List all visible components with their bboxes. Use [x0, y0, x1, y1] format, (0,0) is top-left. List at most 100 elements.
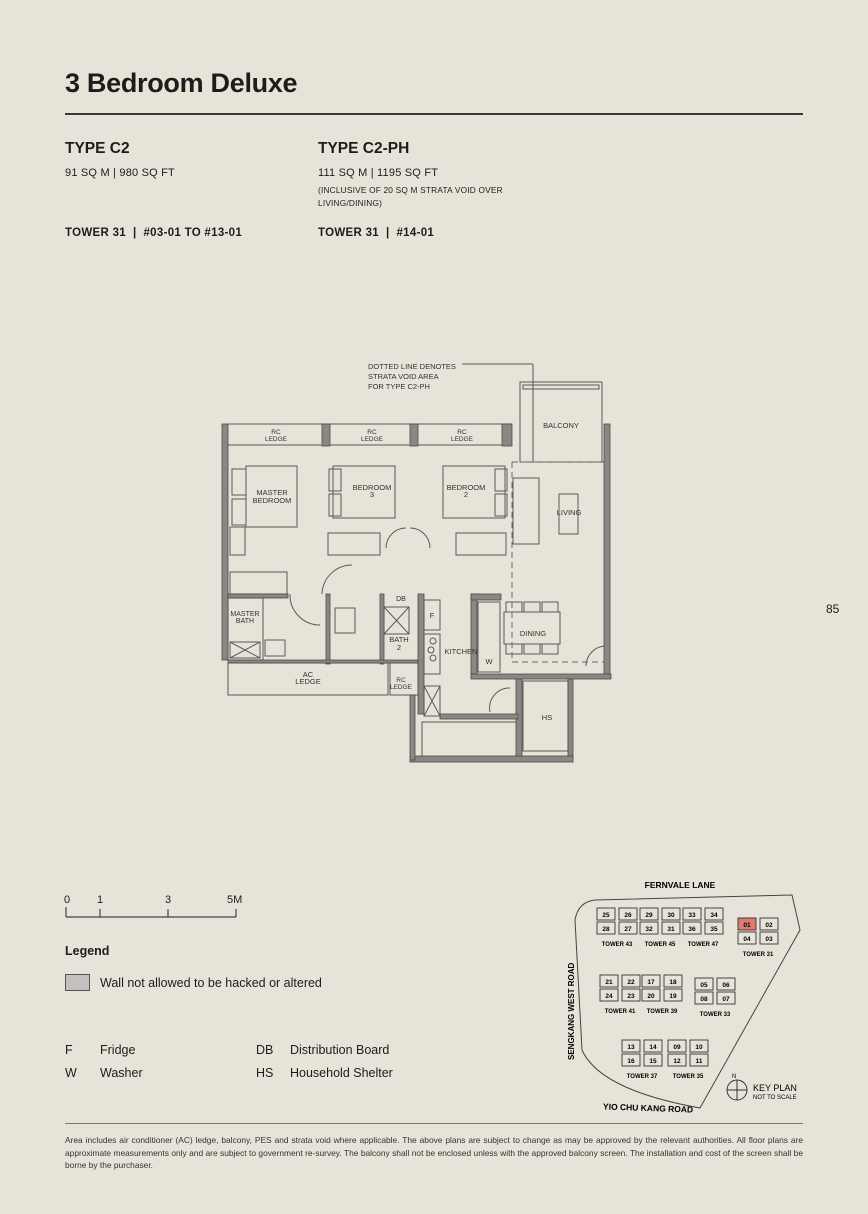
svg-text:BEDROOM: BEDROOM — [253, 496, 292, 505]
svg-text:33: 33 — [688, 912, 696, 919]
unit-35 — [704, 921, 724, 935]
unit-27 — [618, 921, 638, 935]
svg-text:2: 2 — [464, 490, 468, 499]
svg-text:04: 04 — [743, 936, 751, 943]
unit-20 — [641, 988, 661, 1002]
svg-text:36: 36 — [688, 926, 696, 933]
svg-text:F: F — [430, 611, 435, 620]
unit-22 — [621, 974, 641, 988]
page-title: 3 Bedroom Deluxe — [65, 68, 298, 98]
tower-label: TOWER 39 — [647, 1009, 678, 1015]
svg-text:20: 20 — [647, 993, 655, 1000]
svg-text:BATH: BATH — [236, 618, 254, 625]
tower-label: TOWER 45 — [645, 942, 676, 948]
svg-text:23: 23 — [627, 993, 635, 1000]
unit-05 — [694, 977, 714, 991]
scale-label-5m: 5M — [227, 894, 243, 906]
wall-legend-text: Wall not allowed to be hacked or altered — [100, 976, 322, 990]
svg-text:31: 31 — [667, 926, 675, 933]
svg-text:MASTER: MASTER — [256, 488, 288, 497]
tower-label: TOWER 33 — [700, 1012, 731, 1018]
svg-text:24: 24 — [605, 993, 613, 1000]
tower-label: TOWER 35 — [673, 1074, 704, 1080]
svg-text:2: 2 — [397, 643, 401, 652]
unit-34 — [704, 907, 724, 921]
road-west: SENGKANG WEST ROAD — [567, 962, 576, 1060]
svg-text:32: 32 — [645, 926, 653, 933]
unit-33 — [682, 907, 702, 921]
svg-text:15: 15 — [649, 1058, 657, 1065]
svg-text:RC: RC — [367, 429, 377, 436]
tower-label: TOWER 31 — [743, 952, 774, 958]
svg-text:LEDGE: LEDGE — [295, 677, 320, 686]
svg-text:05: 05 — [700, 982, 708, 989]
svg-text:08: 08 — [700, 996, 708, 1003]
type-c2ph-units: TOWER 31 | #14-01 — [318, 227, 435, 239]
svg-text:02: 02 — [765, 922, 773, 929]
svg-text:N: N — [732, 1074, 736, 1080]
svg-text:13: 13 — [627, 1044, 635, 1051]
abbr-code-f: F — [65, 1043, 73, 1057]
unit-06 — [716, 977, 736, 991]
svg-text:12: 12 — [673, 1058, 681, 1065]
svg-text:HS: HS — [542, 713, 552, 722]
svg-text:28: 28 — [602, 926, 610, 933]
svg-text:LIVING: LIVING — [557, 508, 582, 517]
svg-text:29: 29 — [645, 912, 653, 919]
svg-text:27: 27 — [624, 926, 632, 933]
unit-18 — [663, 974, 683, 988]
unit-26 — [618, 907, 638, 921]
svg-text:18: 18 — [669, 979, 677, 986]
svg-text:KITCHEN: KITCHEN — [445, 647, 478, 656]
svg-text:LEDGE: LEDGE — [390, 684, 413, 691]
unit-01 — [737, 917, 757, 931]
abbr-code-w: W — [65, 1066, 77, 1080]
svg-text:3: 3 — [370, 490, 374, 499]
footer-divider — [65, 1123, 803, 1124]
svg-text:25: 25 — [602, 912, 610, 919]
unit-12 — [667, 1053, 687, 1067]
svg-text:BEDROOM: BEDROOM — [447, 483, 486, 492]
unit-28 — [596, 921, 616, 935]
tower-label: TOWER 43 — [602, 942, 633, 948]
svg-text:30: 30 — [667, 912, 675, 919]
svg-text:35: 35 — [710, 926, 718, 933]
unit-16 — [621, 1053, 641, 1067]
svg-text:07: 07 — [722, 996, 730, 1003]
svg-text:19: 19 — [669, 993, 677, 1000]
svg-text:10: 10 — [695, 1044, 703, 1051]
abbr-meaning-hs: Household Shelter — [290, 1066, 393, 1080]
key-plan-label: KEY PLAN — [753, 1083, 797, 1093]
page-number: 85 — [826, 602, 840, 616]
rc-ledge-label-1: RC — [271, 429, 281, 436]
svg-text:DINING: DINING — [520, 629, 546, 638]
unit-02 — [759, 917, 779, 931]
svg-text:21: 21 — [605, 979, 613, 986]
svg-text:BEDROOM: BEDROOM — [353, 483, 392, 492]
unit-13 — [621, 1039, 641, 1053]
unit-07 — [716, 991, 736, 1005]
scale-label-1: 1 — [97, 894, 104, 906]
unit-29 — [639, 907, 659, 921]
svg-text:MASTER: MASTER — [230, 611, 259, 618]
svg-text:03: 03 — [765, 936, 773, 943]
svg-text:STRATA VOID AREA: STRATA VOID AREA — [368, 372, 439, 381]
abbr-meaning-db: Distribution Board — [290, 1043, 390, 1057]
key-plan-sublabel: NOT TO SCALE — [753, 1095, 797, 1101]
tower-label: TOWER 41 — [605, 1009, 636, 1015]
unit-19 — [663, 988, 683, 1002]
unit-36 — [682, 921, 702, 935]
abbr-code-hs: HS — [256, 1066, 274, 1080]
unit-24 — [599, 988, 619, 1002]
svg-text:06: 06 — [722, 982, 730, 989]
svg-text:09: 09 — [673, 1044, 681, 1051]
svg-text:01: 01 — [743, 922, 751, 929]
unit-10 — [689, 1039, 709, 1053]
type-c2ph-heading: TYPE C2-PH — [318, 140, 410, 157]
svg-text:LEDGE: LEDGE — [265, 436, 288, 443]
legend-heading: Legend — [65, 944, 110, 958]
unit-25 — [596, 907, 616, 921]
unit-31 — [661, 921, 681, 935]
svg-text:LEDGE: LEDGE — [361, 436, 384, 443]
